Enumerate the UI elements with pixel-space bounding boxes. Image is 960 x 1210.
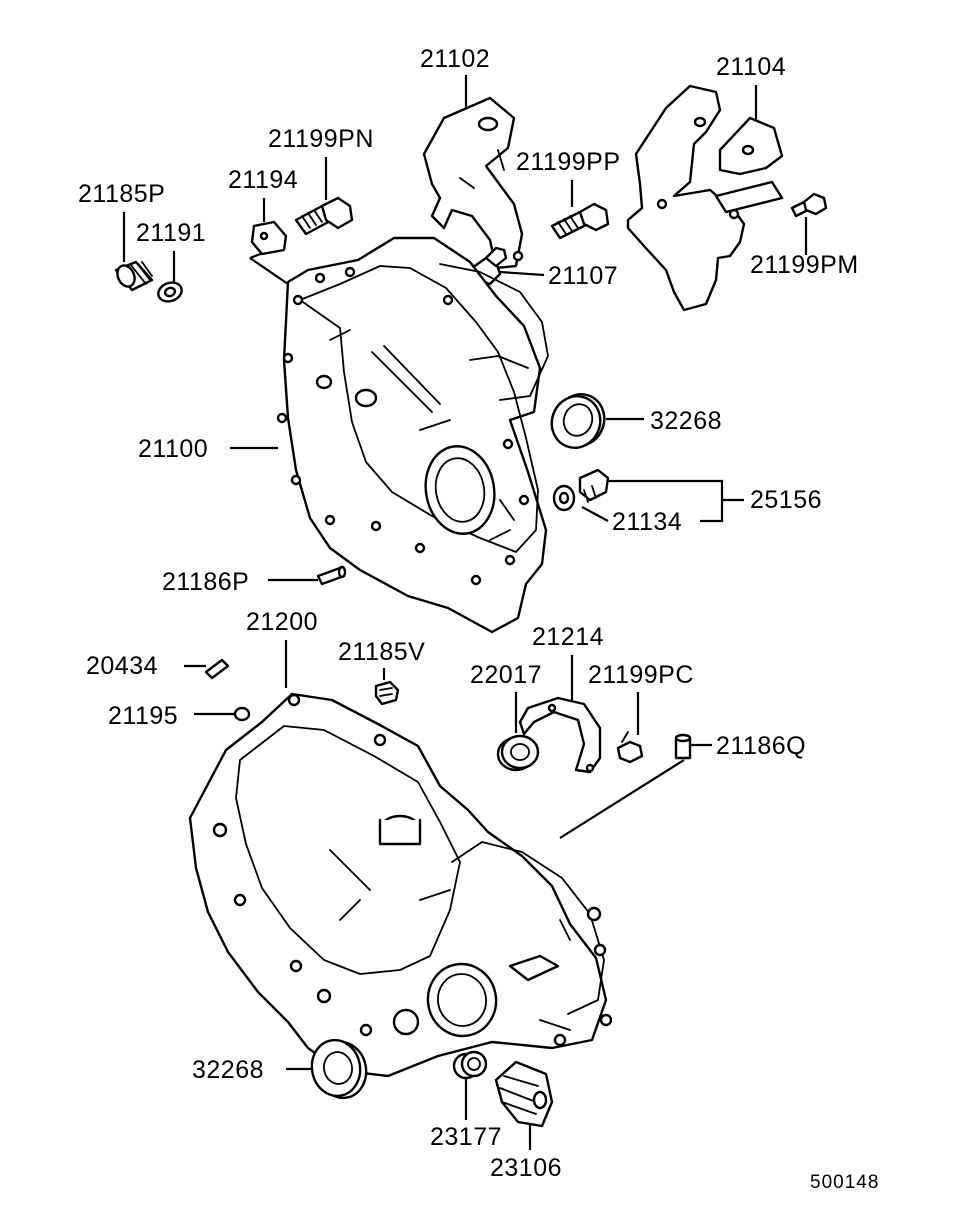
- pin-21186q: [674, 733, 692, 760]
- label-21104: 21104: [716, 53, 786, 81]
- label-21199pc: 21199PC: [588, 661, 694, 689]
- bolt-21199pn: [294, 196, 354, 236]
- label-32268-bottom: 32268: [192, 1056, 264, 1084]
- transaxle-case-21100: [276, 236, 549, 634]
- label-23177: 23177: [430, 1123, 502, 1151]
- label-25156: 25156: [750, 486, 822, 514]
- pin-21186p: [316, 565, 347, 586]
- bracket-21102: [422, 96, 524, 270]
- diagram-code: 500148: [810, 1172, 879, 1193]
- bolt-21199pc: [616, 731, 644, 764]
- label-23106: 23106: [490, 1154, 562, 1182]
- label-21199pn: 21199PN: [268, 125, 374, 153]
- label-22017: 22017: [470, 661, 542, 689]
- label-32268-top: 32268: [650, 407, 722, 435]
- gasket-21134: [552, 484, 576, 512]
- plug-21185p: [114, 260, 154, 292]
- label-21185v: 21185V: [338, 638, 425, 666]
- label-21102: 21102: [420, 45, 490, 73]
- oil-seal-22017: [496, 734, 540, 772]
- plug-21185v: [374, 680, 400, 706]
- label-21199pm: 21199PM: [750, 251, 859, 279]
- label-21100: 21100: [138, 435, 208, 463]
- label-21185p: 21185P: [78, 180, 165, 208]
- bracket-21214: [518, 696, 602, 774]
- bolt-21199pm: [790, 192, 828, 218]
- label-21107: 21107: [548, 262, 618, 290]
- label-21134: 21134: [612, 508, 682, 536]
- label-21186q: 21186Q: [716, 732, 806, 760]
- label-21214: 21214: [532, 623, 604, 651]
- clip-21194: [250, 220, 288, 256]
- clutch-housing-21200: [188, 692, 613, 1078]
- bolt-21199pp: [550, 202, 610, 240]
- oil-seal-32268-top: [550, 393, 606, 449]
- label-20434: 20434: [86, 652, 158, 680]
- leader-lines: [122, 75, 808, 1150]
- label-21191: 21191: [136, 219, 206, 247]
- label-21195: 21195: [108, 702, 178, 730]
- boot-23106: [494, 1060, 554, 1128]
- label-21200: 21200: [246, 608, 318, 636]
- plug-21195: [233, 706, 251, 722]
- washer-21191: [157, 281, 183, 303]
- bracket-21104: [626, 84, 784, 312]
- label-21194: 21194: [228, 166, 298, 194]
- label-21199pp: 21199PP: [516, 148, 621, 176]
- oil-seal-32268-bottom: [310, 1038, 368, 1100]
- drain-plug-25156: [578, 468, 610, 503]
- seal-23177: [452, 1050, 488, 1080]
- pin-20434: [204, 658, 230, 680]
- label-21186p: 21186P: [162, 568, 249, 596]
